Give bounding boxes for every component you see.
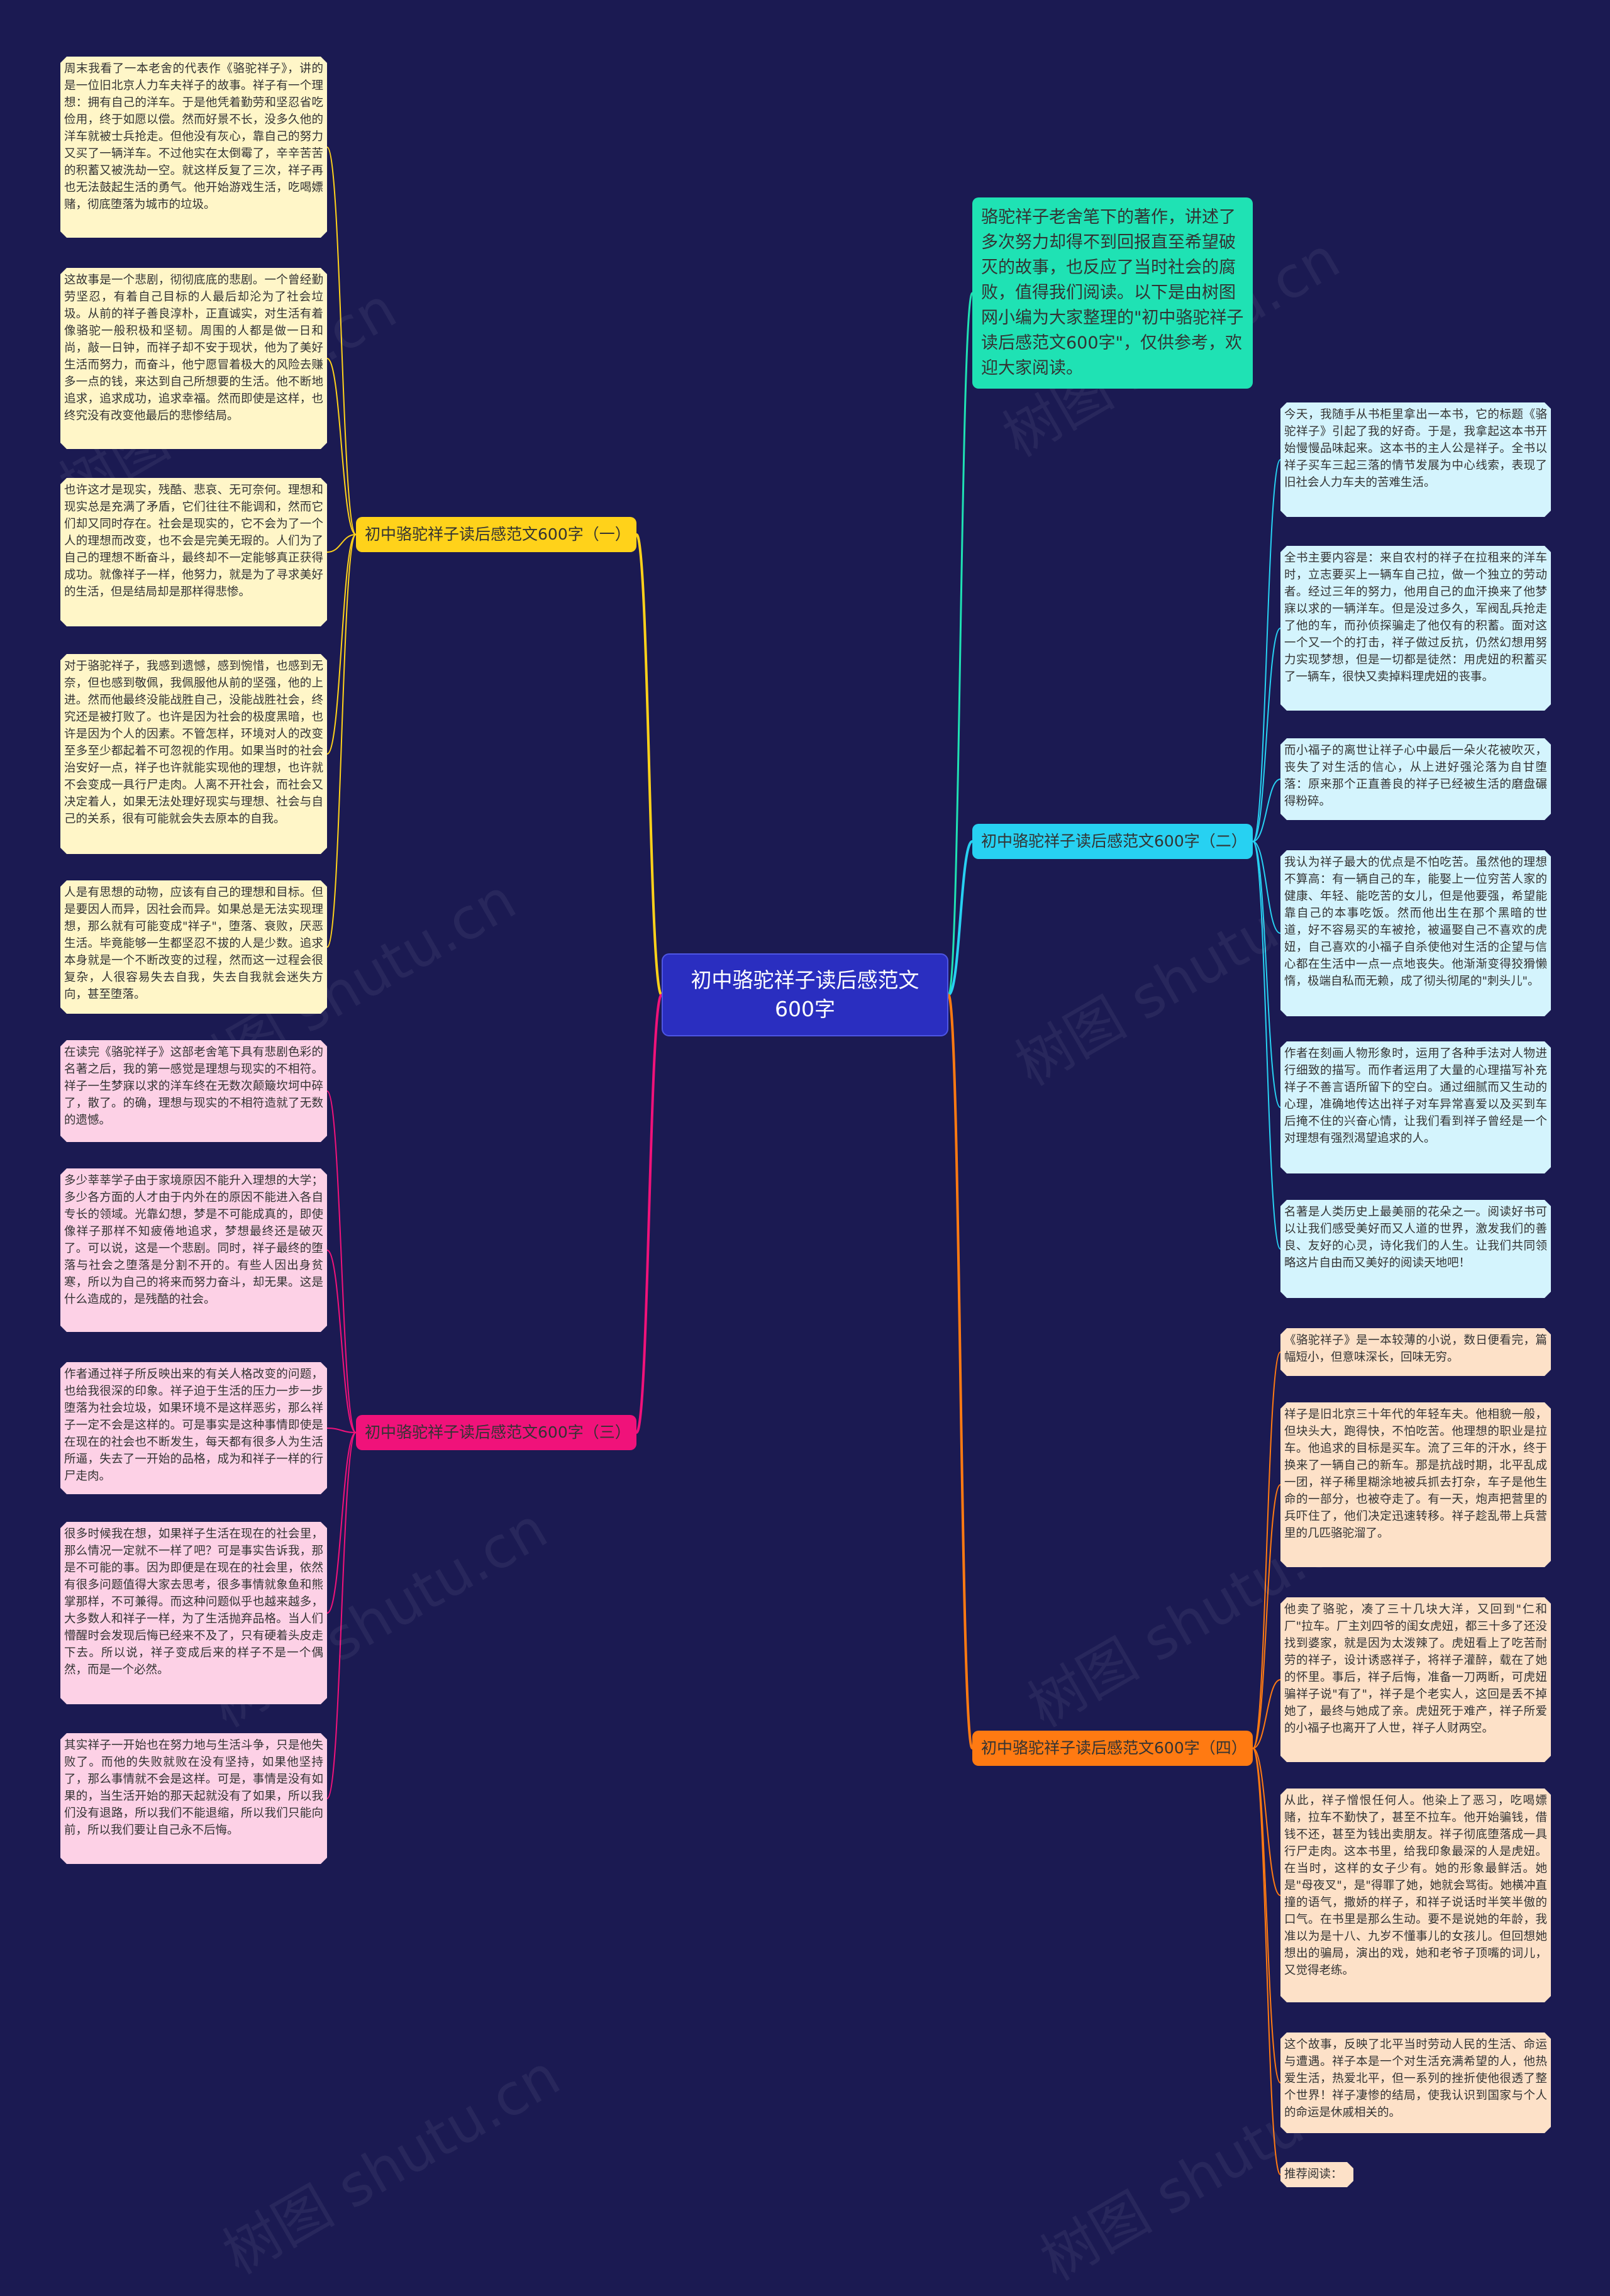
connector-line — [326, 1428, 357, 1433]
connector-line — [326, 1432, 357, 1799]
leaf-note: 今天，我随手从书柜里拿出一本书，它的标题《骆驼祥子》引起了我的好奇。于是，我拿起… — [1280, 402, 1551, 517]
connector-line — [326, 534, 357, 948]
connector-line — [326, 1250, 357, 1433]
branch-topic-1[interactable]: 初中骆驼祥子读后感范文600字（一） — [356, 517, 636, 552]
connector-line — [1252, 841, 1281, 934]
leaf-note: 人是有思想的动物，应该有自己的理想和目标。但是要因人而异，因社会而异。如果总是无… — [60, 880, 327, 1014]
leaf-note: 全书主要内容是：来自农村的祥子在拉租来的洋车时，立志要买上一辆车自己拉，做一个独… — [1280, 546, 1551, 711]
connector-line — [1252, 1748, 1281, 2175]
intro-note[interactable]: 骆驼祥子老舍笔下的著作，讲述了多次努力却得不到回报直至希望破灭的故事，也反应了当… — [972, 197, 1253, 389]
connector-line — [1252, 1351, 1281, 1749]
connector-line — [326, 147, 357, 535]
branch-label: 初中骆驼祥子读后感范文600字（二） — [981, 832, 1247, 850]
connector-line — [326, 1432, 357, 1614]
leaf-note: 其实祥子一开始也在努力地与生活斗争，只是他失败了。而他的失败就败在没有坚持，如果… — [60, 1733, 327, 1864]
root-title: 初中骆驼祥子读后感范文600字 — [691, 968, 919, 1021]
connector-line — [1252, 1748, 1281, 1896]
connector-line — [947, 994, 974, 1750]
leaf-note: 对于骆驼祥子，我感到遗憾，感到惋惜，也感到无奈，但也感到敬佩，我佩服他从前的坚强… — [60, 654, 327, 854]
leaf-note: 我认为祥子最大的优点是不怕吃苦。虽然他的理想不算高：有一辆自己的车，能娶上一位穷… — [1280, 850, 1551, 1016]
root-topic[interactable]: 初中骆驼祥子读后感范文600字 — [662, 953, 948, 1036]
leaf-note: 《骆驼祥子》是一本较薄的小说，数日便看完，篇幅短小，但意味深长，回味无穷。 — [1280, 1328, 1551, 1376]
leaf-note: 祥子是旧北京三十年代的年轻车夫。他相貌一般，但块头大，跑得快，不怕吃苦。他理想的… — [1280, 1402, 1551, 1567]
connector-line — [635, 994, 663, 1434]
connector-line — [1252, 841, 1281, 1108]
connector-line — [1252, 841, 1281, 1250]
connector-line — [326, 1090, 357, 1433]
connector-line — [635, 533, 663, 996]
connector-lines — [326, 147, 1281, 2175]
connector-line — [947, 292, 974, 996]
connector-line — [326, 534, 357, 755]
leaf-note: 作者通过祥子所反映出来的有关人格改变的问题，也给我很深的印象。祥子迫于生活的压力… — [60, 1362, 327, 1494]
connector-line — [1252, 1484, 1281, 1749]
leaf-note: 从此，祥子憎恨任何人。他染上了恶习，吃喝嫖赌，拉车不勤快了，甚至不拉车。他开始骗… — [1280, 1789, 1551, 2002]
branch-topic-2[interactable]: 初中骆驼祥子读后感范文600字（二） — [972, 824, 1253, 859]
leaf-note: 作者在刻画人物形象时，运用了各种手法对人物进行细致的描写。而作者运用了大量的心理… — [1280, 1041, 1551, 1173]
connector-line — [326, 358, 357, 535]
connector-line — [1252, 1679, 1281, 1749]
connector-line — [1252, 1748, 1281, 2083]
leaf-note: 推荐阅读： — [1280, 2162, 1353, 2187]
branch-topic-3[interactable]: 初中骆驼祥子读后感范文600字（三） — [356, 1415, 636, 1450]
mind-map-canvas: 树图 shutu.cn 树图 shutu.cn 树图 shutu.cn 树图 s… — [49, 0, 1610, 2293]
leaf-note: 名著是人类历史上最美丽的花朵之一。阅读好书可以让我们感受美好而又人道的世界，激发… — [1280, 1200, 1551, 1298]
connector-line — [1252, 628, 1281, 842]
intro-text: 骆驼祥子老舍笔下的著作，讲述了多次努力却得不到回报直至希望破灭的故事，也反应了当… — [981, 208, 1244, 378]
connector-line — [947, 840, 974, 996]
leaf-note: 在读完《骆驼祥子》这部老舍笔下具有悲剧色彩的名著之后，我的第一感觉是理想与现实的… — [60, 1040, 327, 1142]
leaf-note: 这个故事，反映了北平当时劳动人民的生活、命运与遭遇。祥子本是一个对生活充满希望的… — [1280, 2033, 1551, 2133]
connector-line — [1252, 459, 1281, 842]
connector-line — [326, 534, 357, 553]
leaf-note: 多少莘莘学子由于家境原因不能升入理想的大学；多少各方面的人才由于内外在的原因不能… — [60, 1168, 327, 1332]
leaf-note: 而小福子的离世让祥子心中最后一朵火花被吹灭，丧失了对生活的信心，从上进好强沦落为… — [1280, 738, 1551, 820]
connector-line — [1252, 779, 1281, 842]
leaf-note: 这故事是一个悲剧，彻彻底底的悲剧。一个曾经勤劳坚忍，有着自己目标的人最后却沦为了… — [60, 268, 327, 449]
leaf-note: 也许这才是现实，残酷、悲哀、无可奈何。理想和现实总是充满了矛盾，它们往往不能调和… — [60, 478, 327, 626]
leaf-note: 他卖了骆驼，凑了三十几块大洋，又回到"仁和厂"拉车。厂主刘四爷的闺女虎妞，都三十… — [1280, 1597, 1551, 1762]
branch-label: 初中骆驼祥子读后感范文600字（四） — [981, 1739, 1247, 1757]
branch-label: 初中骆驼祥子读后感范文600字（一） — [365, 525, 631, 543]
branch-topic-4[interactable]: 初中骆驼祥子读后感范文600字（四） — [972, 1731, 1253, 1766]
leaf-note: 很多时候我在想，如果祥子生活在现在的社会里，那么情况一定就不一样了吧？可是事实告… — [60, 1522, 327, 1704]
branch-label: 初中骆驼祥子读后感范文600字（三） — [365, 1423, 631, 1441]
leaf-note: 周末我看了一本老舍的代表作《骆驼祥子》，讲的是一位旧北京人力车夫祥子的故事。祥子… — [60, 57, 327, 238]
